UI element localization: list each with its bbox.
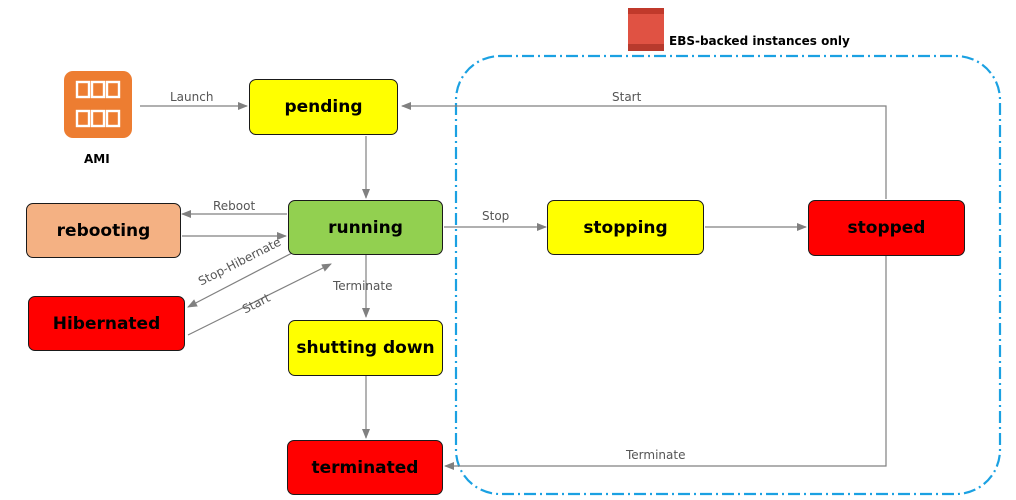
- terminate-stopped-label: Terminate: [626, 448, 686, 462]
- launch-label: Launch: [170, 90, 214, 104]
- state-stopped: stopped: [808, 200, 965, 256]
- ebs-note-label: EBS-backed instances only: [669, 34, 850, 48]
- terminate-running-label: Terminate: [333, 279, 393, 293]
- state-pending: pending: [249, 79, 398, 135]
- start-from-hibernated-arrow: [187, 263, 332, 336]
- state-hibernated: Hibernated: [28, 296, 185, 351]
- ami-label: AMI: [84, 152, 110, 166]
- state-stopping: stopping: [547, 200, 704, 255]
- start-top-label: Start: [612, 90, 642, 104]
- reboot-label: Reboot: [213, 199, 256, 213]
- ebs-backed-region: [454, 54, 1002, 496]
- start-from-stopped-arrow: [401, 102, 887, 199]
- terminate-from-stopped-arrow: [444, 256, 887, 470]
- state-terminated: terminated: [287, 440, 443, 495]
- state-running: running: [288, 200, 443, 255]
- stop-label: Stop: [482, 209, 510, 223]
- state-shutting-down: shutting down: [288, 320, 443, 376]
- stop-hibernate-arrow: [187, 252, 293, 308]
- state-rebooting: rebooting: [26, 203, 181, 258]
